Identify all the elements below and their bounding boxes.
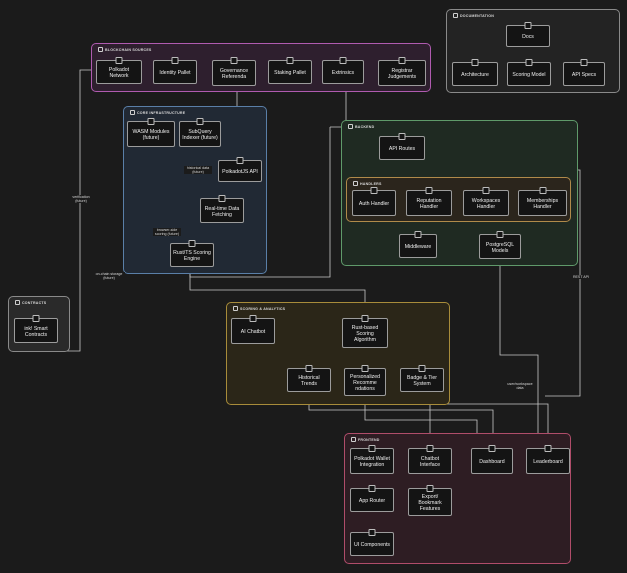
handler-icon (353, 181, 358, 186)
analytics-icon (233, 306, 238, 311)
contract-icon (32, 315, 40, 322)
wallet-icon (368, 445, 376, 452)
doc-icon (524, 22, 532, 29)
node-polkadot-network[interactable]: Polkadot Network (96, 57, 142, 84)
bot-icon (249, 315, 257, 322)
stake-icon (286, 57, 294, 64)
edge-label-historical-data: historical data (future) (184, 166, 212, 175)
group-label: BACKEND (355, 124, 375, 129)
node-rust-scoring-algorithm[interactable]: Rust-based Scoring Algorithm (342, 315, 388, 348)
trend-icon (305, 365, 313, 372)
network-icon (115, 57, 123, 64)
group-label: SCORING & ANALYTICS (240, 306, 286, 311)
doc-icon (580, 59, 588, 66)
edge-label-user-workspace-data: user/workspace data (505, 382, 535, 391)
node-wallet-integration[interactable]: Polkadot Wallet Integration (350, 445, 394, 474)
node-governance-referenda[interactable]: Governance Referenda (212, 57, 256, 86)
node-extrinsics[interactable]: Extrinsics (322, 57, 364, 84)
node-badge-tier-system[interactable]: Badge & Tier System (400, 365, 444, 392)
node-reputation-handler[interactable]: Reputation Handler (406, 187, 452, 216)
node-wasm-modules[interactable]: WASM Modules (future) (127, 118, 175, 147)
router-icon (368, 485, 376, 492)
refresh-icon (218, 195, 226, 202)
node-chatbot-interface[interactable]: Chatbot Interface (408, 445, 452, 474)
node-memberships-handler[interactable]: Memberships Handler (518, 187, 567, 216)
node-dashboard[interactable]: Dashboard (471, 445, 513, 474)
node-auth-handler[interactable]: Auth Handler (352, 187, 396, 216)
vote-icon (230, 57, 238, 64)
backend-icon (348, 124, 353, 129)
node-docs[interactable]: Docs (506, 22, 550, 47)
badge-icon (418, 365, 426, 372)
group-label: CORE INFRASTRUCTURE (137, 110, 186, 115)
node-architecture[interactable]: Architecture (452, 59, 498, 86)
node-identity-pallet[interactable]: Identity Pallet (153, 57, 197, 84)
group-label: FRONTEND (358, 437, 380, 442)
middleware-icon (414, 231, 422, 238)
module-icon (147, 118, 155, 125)
doc-icon (525, 59, 533, 66)
group-label: HANDLERS (360, 181, 382, 186)
gavel-icon (398, 57, 406, 64)
group-label: CONTRACTS (22, 300, 47, 305)
edge-label-verification: verification (future) (70, 195, 92, 204)
node-app-router[interactable]: App Router (350, 485, 394, 512)
node-ink-contracts[interactable]: ink! Smart Contracts (14, 315, 58, 343)
node-leaderboard[interactable]: Leaderboard (526, 445, 570, 474)
lock-icon (370, 187, 378, 194)
members-icon (539, 187, 546, 194)
node-subquery-indexer[interactable]: SubQuery Indexer (future) (179, 118, 221, 147)
node-export-bookmark[interactable]: Export/ Bookmark Features (408, 485, 452, 516)
server-icon (130, 110, 135, 115)
node-postgresql-models[interactable]: PostgreSQL Models (479, 231, 521, 259)
dashboard-icon (488, 445, 496, 452)
node-ai-chatbot[interactable]: AI Chatbot (231, 315, 275, 344)
edge-label-onchain-storage: on-chain storage (future) (93, 272, 125, 281)
node-api-routes[interactable]: API Routes (379, 133, 425, 160)
user-icon (361, 365, 369, 372)
index-icon (196, 118, 204, 125)
workspace-icon (482, 187, 490, 194)
star-icon (425, 187, 433, 194)
doc-icon (471, 59, 479, 66)
api-icon (236, 157, 244, 164)
trophy-icon (544, 445, 552, 452)
node-workspaces-handler[interactable]: Workspaces Handler (463, 187, 509, 216)
components-icon (368, 529, 376, 536)
extrinsic-icon (339, 57, 347, 64)
node-personalized-recommendations[interactable]: Personalized Recomme ndations (344, 365, 386, 396)
node-staking-pallet[interactable]: Staking Pallet (268, 57, 312, 84)
node-realtime-data-fetching[interactable]: Real-time Data Fetching (200, 195, 244, 223)
route-icon (398, 133, 406, 140)
group-label: DOCUMENTATION (460, 13, 495, 18)
contract-icon (15, 300, 20, 305)
node-historical-trends[interactable]: Historical Trends (287, 365, 331, 392)
node-scoring-model[interactable]: Scoring Model (507, 59, 551, 86)
chat-icon (426, 445, 434, 452)
node-api-specs[interactable]: API Specs (563, 59, 605, 86)
bookmark-icon (426, 485, 434, 492)
node-scoring-engine[interactable]: Rust/TS Scoring Engine (170, 240, 214, 267)
engine-icon (188, 240, 196, 247)
node-middleware[interactable]: Middleware (399, 231, 437, 258)
node-registrar-judgements[interactable]: Registrar Judgements (378, 57, 426, 86)
edge-label-rest-api: REST API (571, 275, 591, 280)
id-icon (171, 57, 179, 64)
node-ui-components[interactable]: UI Components (350, 529, 394, 556)
monitor-icon (351, 437, 356, 442)
edge-label-browser-side: browser-side scoring (future) (153, 228, 181, 237)
algorithm-icon (361, 315, 369, 322)
group-label: BLOCKCHAIN SOURCES (105, 47, 152, 52)
group-blockchain-sources: BLOCKCHAIN SOURCES (91, 43, 431, 92)
database-icon (496, 231, 504, 238)
node-polkadotjs-api[interactable]: PolkadotJS API (218, 157, 262, 182)
folder-icon (453, 13, 458, 18)
chain-icon (98, 47, 103, 52)
